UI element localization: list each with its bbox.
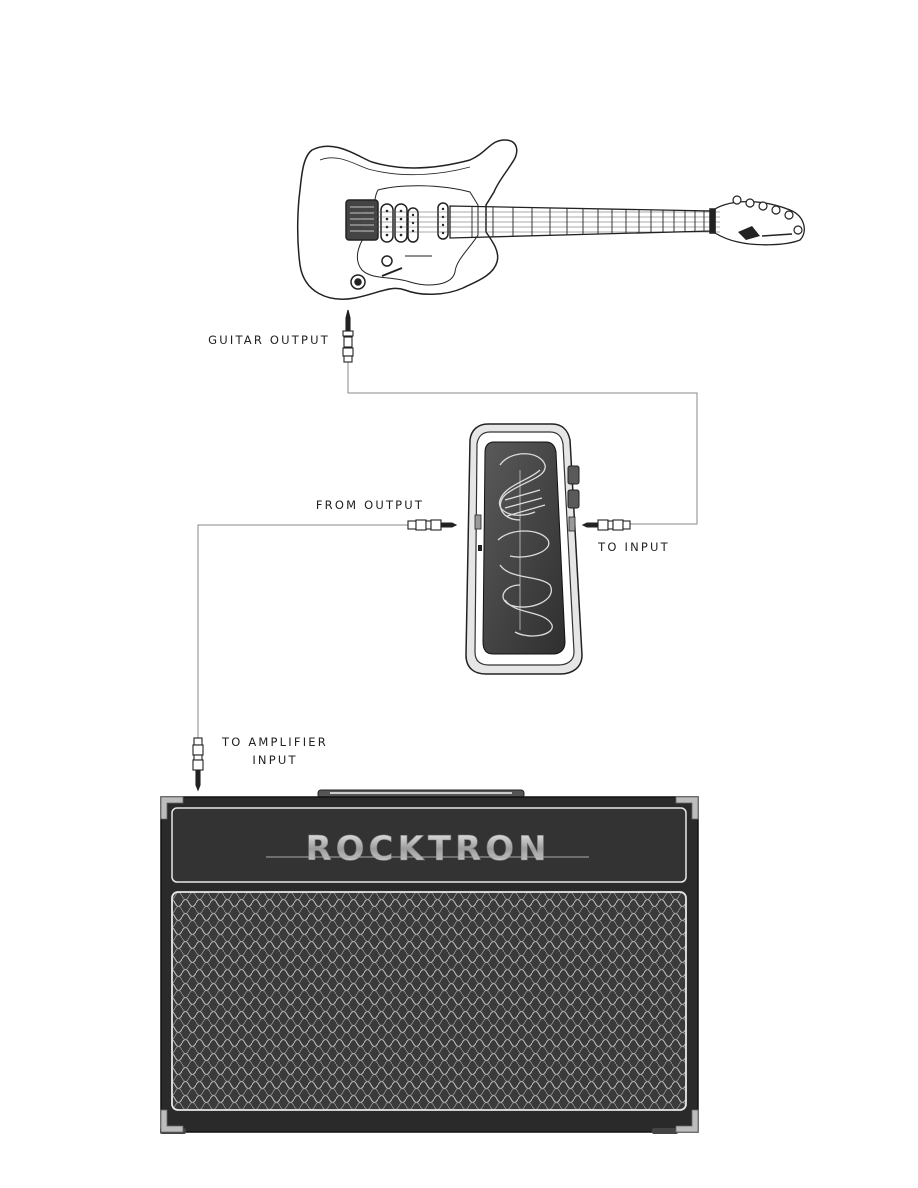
amplifier-input-plug-icon: [193, 738, 203, 790]
guitar-icon: [298, 140, 805, 299]
from-output-label: FROM OUTPUT: [316, 498, 424, 512]
pedal-treadle-plate: [483, 442, 565, 654]
guitar-output-plug-icon: [343, 310, 353, 362]
amp-speaker-grille: [172, 892, 686, 1110]
amp-brand-logo: ROCKTRON: [305, 829, 550, 869]
wah-pedal-icon: [466, 424, 582, 674]
to-amplifier-label-line2: INPUT: [252, 753, 297, 767]
to-amplifier-label-line1: TO AMPLIFIER: [221, 735, 328, 749]
to-input-plug-icon: [583, 520, 630, 530]
cable-pedal-to-amplifier: [198, 525, 408, 738]
from-output-plug-icon: [408, 520, 456, 530]
guitar-output-label: GUITAR OUTPUT: [208, 333, 330, 347]
to-input-label: TO INPUT: [597, 540, 670, 554]
guitar-amplifier-icon: ROCKTRON: [160, 790, 698, 1134]
